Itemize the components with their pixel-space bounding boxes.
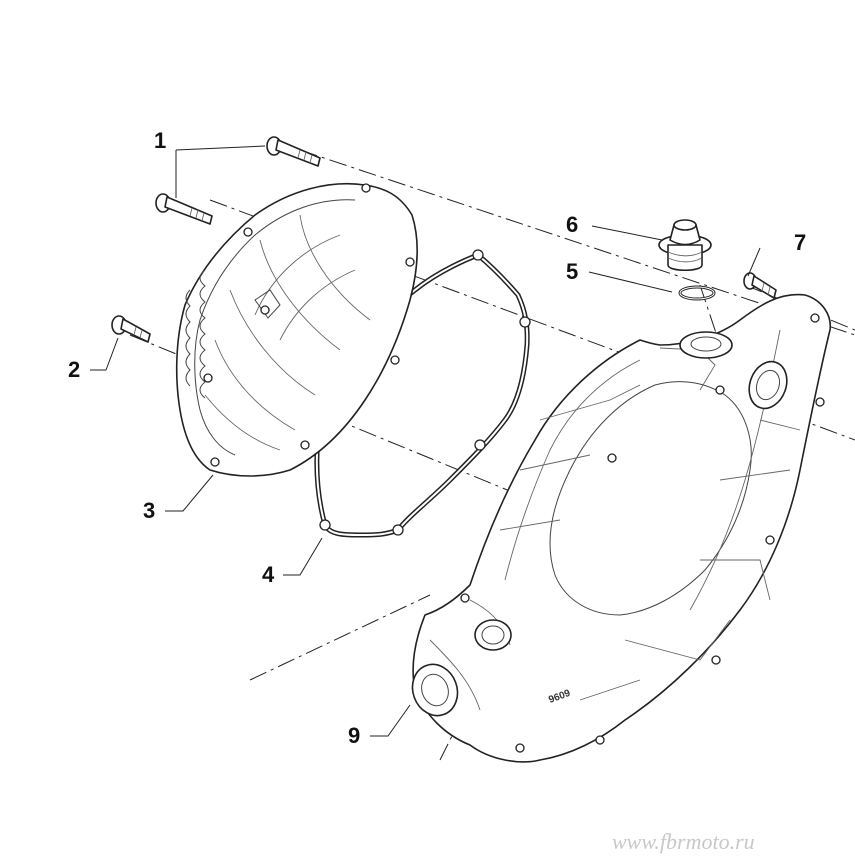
o-ring-part-5 [678,285,716,301]
bolt-part-2 [111,315,151,343]
callout-5: 5 [566,259,578,284]
oil-plug-part-6 [658,219,712,272]
callout-7: 7 [794,230,806,255]
bolt-part-1-upper [266,136,321,167]
leader-lines [90,145,761,737]
bolt-part-7 [743,272,777,299]
callout-1: 1 [154,128,166,153]
watermark-text: www.fbrmoto.ru [612,829,755,854]
callout-6: 6 [566,212,578,237]
callout-9: 9 [348,723,360,748]
callout-labels: 1 2 3 4 5 6 7 9 [68,128,806,748]
callout-2: 2 [68,357,80,382]
bolt-part-1-lower [155,193,213,225]
callout-4: 4 [262,562,275,587]
crankcase-cover-part-9: 9609 [411,293,831,763]
callout-3: 3 [143,498,155,523]
clutch-cover-part-3 [175,182,418,477]
